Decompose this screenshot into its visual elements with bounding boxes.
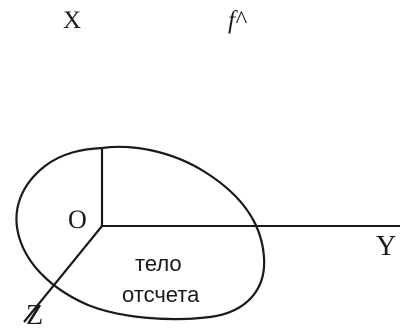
- body-label-line1: тело: [135, 251, 182, 276]
- reference-body-outline: [15, 145, 266, 321]
- top-x-label: X: [63, 7, 82, 34]
- origin-label: O: [68, 205, 87, 234]
- y-axis-label: Y: [376, 231, 397, 262]
- top-f-label: f^: [228, 7, 246, 34]
- body-label-line2: отсчета: [122, 282, 200, 307]
- z-axis-line: [23, 225, 103, 323]
- z-axis-label: Z: [26, 300, 44, 331]
